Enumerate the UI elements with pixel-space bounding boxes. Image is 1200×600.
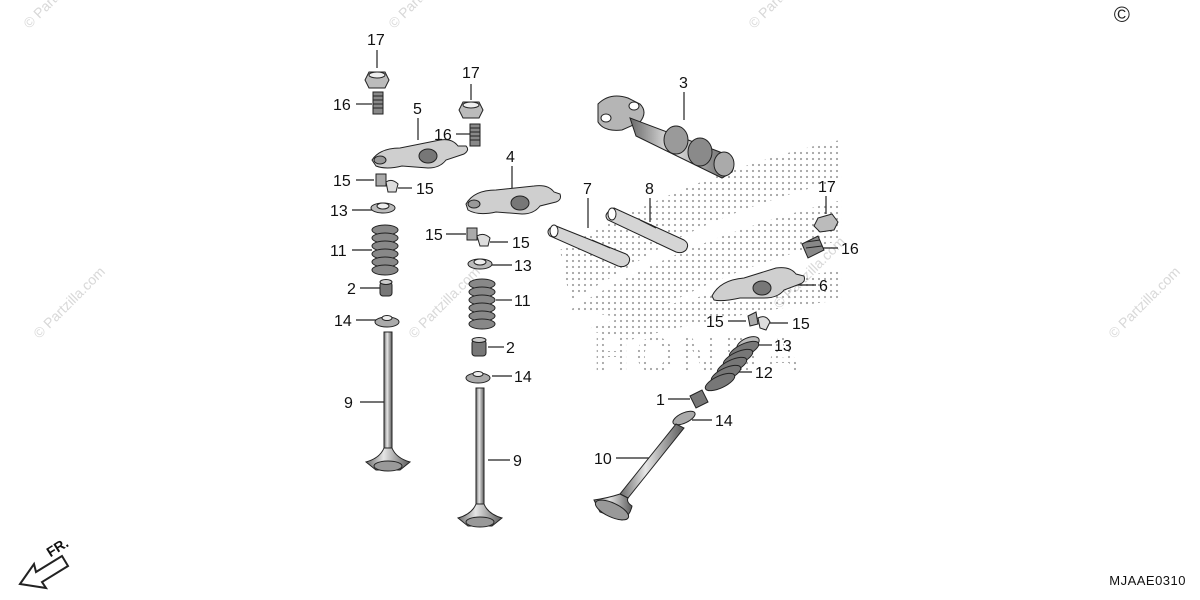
callout-13: 13 <box>774 338 792 355</box>
spring-seat-part[interactable] <box>374 315 400 328</box>
middle-valve-assembly <box>456 101 561 528</box>
callout-16: 16 <box>434 127 452 144</box>
right-valve-assembly <box>593 213 839 524</box>
callout-4: 4 <box>506 149 515 166</box>
callout-11: 11 <box>514 293 531 310</box>
callout-2: 2 <box>347 281 356 298</box>
callout-9: 9 <box>513 453 522 470</box>
rocker-shaft-part[interactable] <box>547 224 631 268</box>
leader-lines <box>352 50 838 461</box>
intake-valve-part[interactable] <box>456 387 504 528</box>
valve-cotter-part[interactable] <box>747 311 771 331</box>
front-arrow-icon <box>18 554 70 590</box>
spring-retainer-part[interactable] <box>467 258 493 270</box>
spring-seat-part[interactable] <box>465 371 491 384</box>
callout-8: 8 <box>645 181 654 198</box>
rocker-arm-part[interactable] <box>711 267 805 302</box>
drawing-code: MJAAE0310 <box>1109 573 1186 588</box>
stem-seal-part[interactable] <box>379 279 393 297</box>
callout-9: 9 <box>344 395 353 412</box>
lock-nut-part[interactable] <box>458 101 484 119</box>
callout-15: 15 <box>512 235 530 252</box>
callout-17: 17 <box>818 179 836 196</box>
callout-14: 14 <box>715 413 733 430</box>
callout-15: 15 <box>792 316 810 333</box>
valve-spring-part[interactable] <box>371 224 399 276</box>
rocker-arm-part[interactable] <box>371 139 469 169</box>
callout-10: 10 <box>594 451 612 468</box>
callout-16: 16 <box>841 241 859 258</box>
callout-15: 15 <box>706 314 724 331</box>
adjusting-screw-part[interactable] <box>801 235 825 259</box>
valve-cotter-part[interactable] <box>375 173 399 193</box>
callout-labels: 17 16 5 15 15 13 11 2 14 9 17 16 4 15 15… <box>330 32 859 470</box>
callout-7: 7 <box>583 181 592 198</box>
callout-11: 11 <box>330 243 347 260</box>
lock-nut-part[interactable] <box>813 213 839 233</box>
callout-13: 13 <box>330 203 348 220</box>
rocker-arm-part[interactable] <box>465 185 561 215</box>
callout-1: 1 <box>656 392 665 409</box>
exhaust-valve-part[interactable] <box>593 423 685 524</box>
callout-15: 15 <box>425 227 443 244</box>
callout-15: 15 <box>333 173 351 190</box>
valve-cotter-part[interactable] <box>466 227 491 247</box>
callout-16: 16 <box>333 97 351 114</box>
callout-13: 13 <box>514 258 532 275</box>
camshaft-part[interactable] <box>597 95 735 179</box>
lock-nut-part[interactable] <box>364 71 390 89</box>
valve-spring-part[interactable] <box>703 338 761 394</box>
adjusting-screw-part[interactable] <box>372 91 384 115</box>
left-valve-assembly <box>364 71 469 472</box>
intake-valve-part[interactable] <box>364 331 412 472</box>
adjusting-screw-part[interactable] <box>469 123 481 147</box>
callout-3: 3 <box>679 75 688 92</box>
honda-logo-text: HONDA <box>593 327 806 383</box>
background-logo: HONDA <box>560 140 842 383</box>
callout-14: 14 <box>334 313 352 330</box>
callout-2: 2 <box>506 340 515 357</box>
callout-17: 17 <box>367 32 385 49</box>
spring-retainer-part[interactable] <box>370 202 396 214</box>
rocker-shaft-part[interactable] <box>605 207 689 254</box>
callout-5: 5 <box>413 101 422 118</box>
callout-12: 12 <box>755 365 773 382</box>
callout-15: 15 <box>416 181 434 198</box>
stem-seal-part[interactable] <box>689 389 709 409</box>
stem-seal-part[interactable] <box>471 337 487 357</box>
valve-spring-part[interactable] <box>468 278 496 330</box>
spring-seat-part[interactable] <box>671 408 697 427</box>
callout-17: 17 <box>462 65 480 82</box>
callout-14: 14 <box>514 369 532 386</box>
copyright-symbol: © <box>1113 2 1130 27</box>
callout-6: 6 <box>819 278 828 295</box>
